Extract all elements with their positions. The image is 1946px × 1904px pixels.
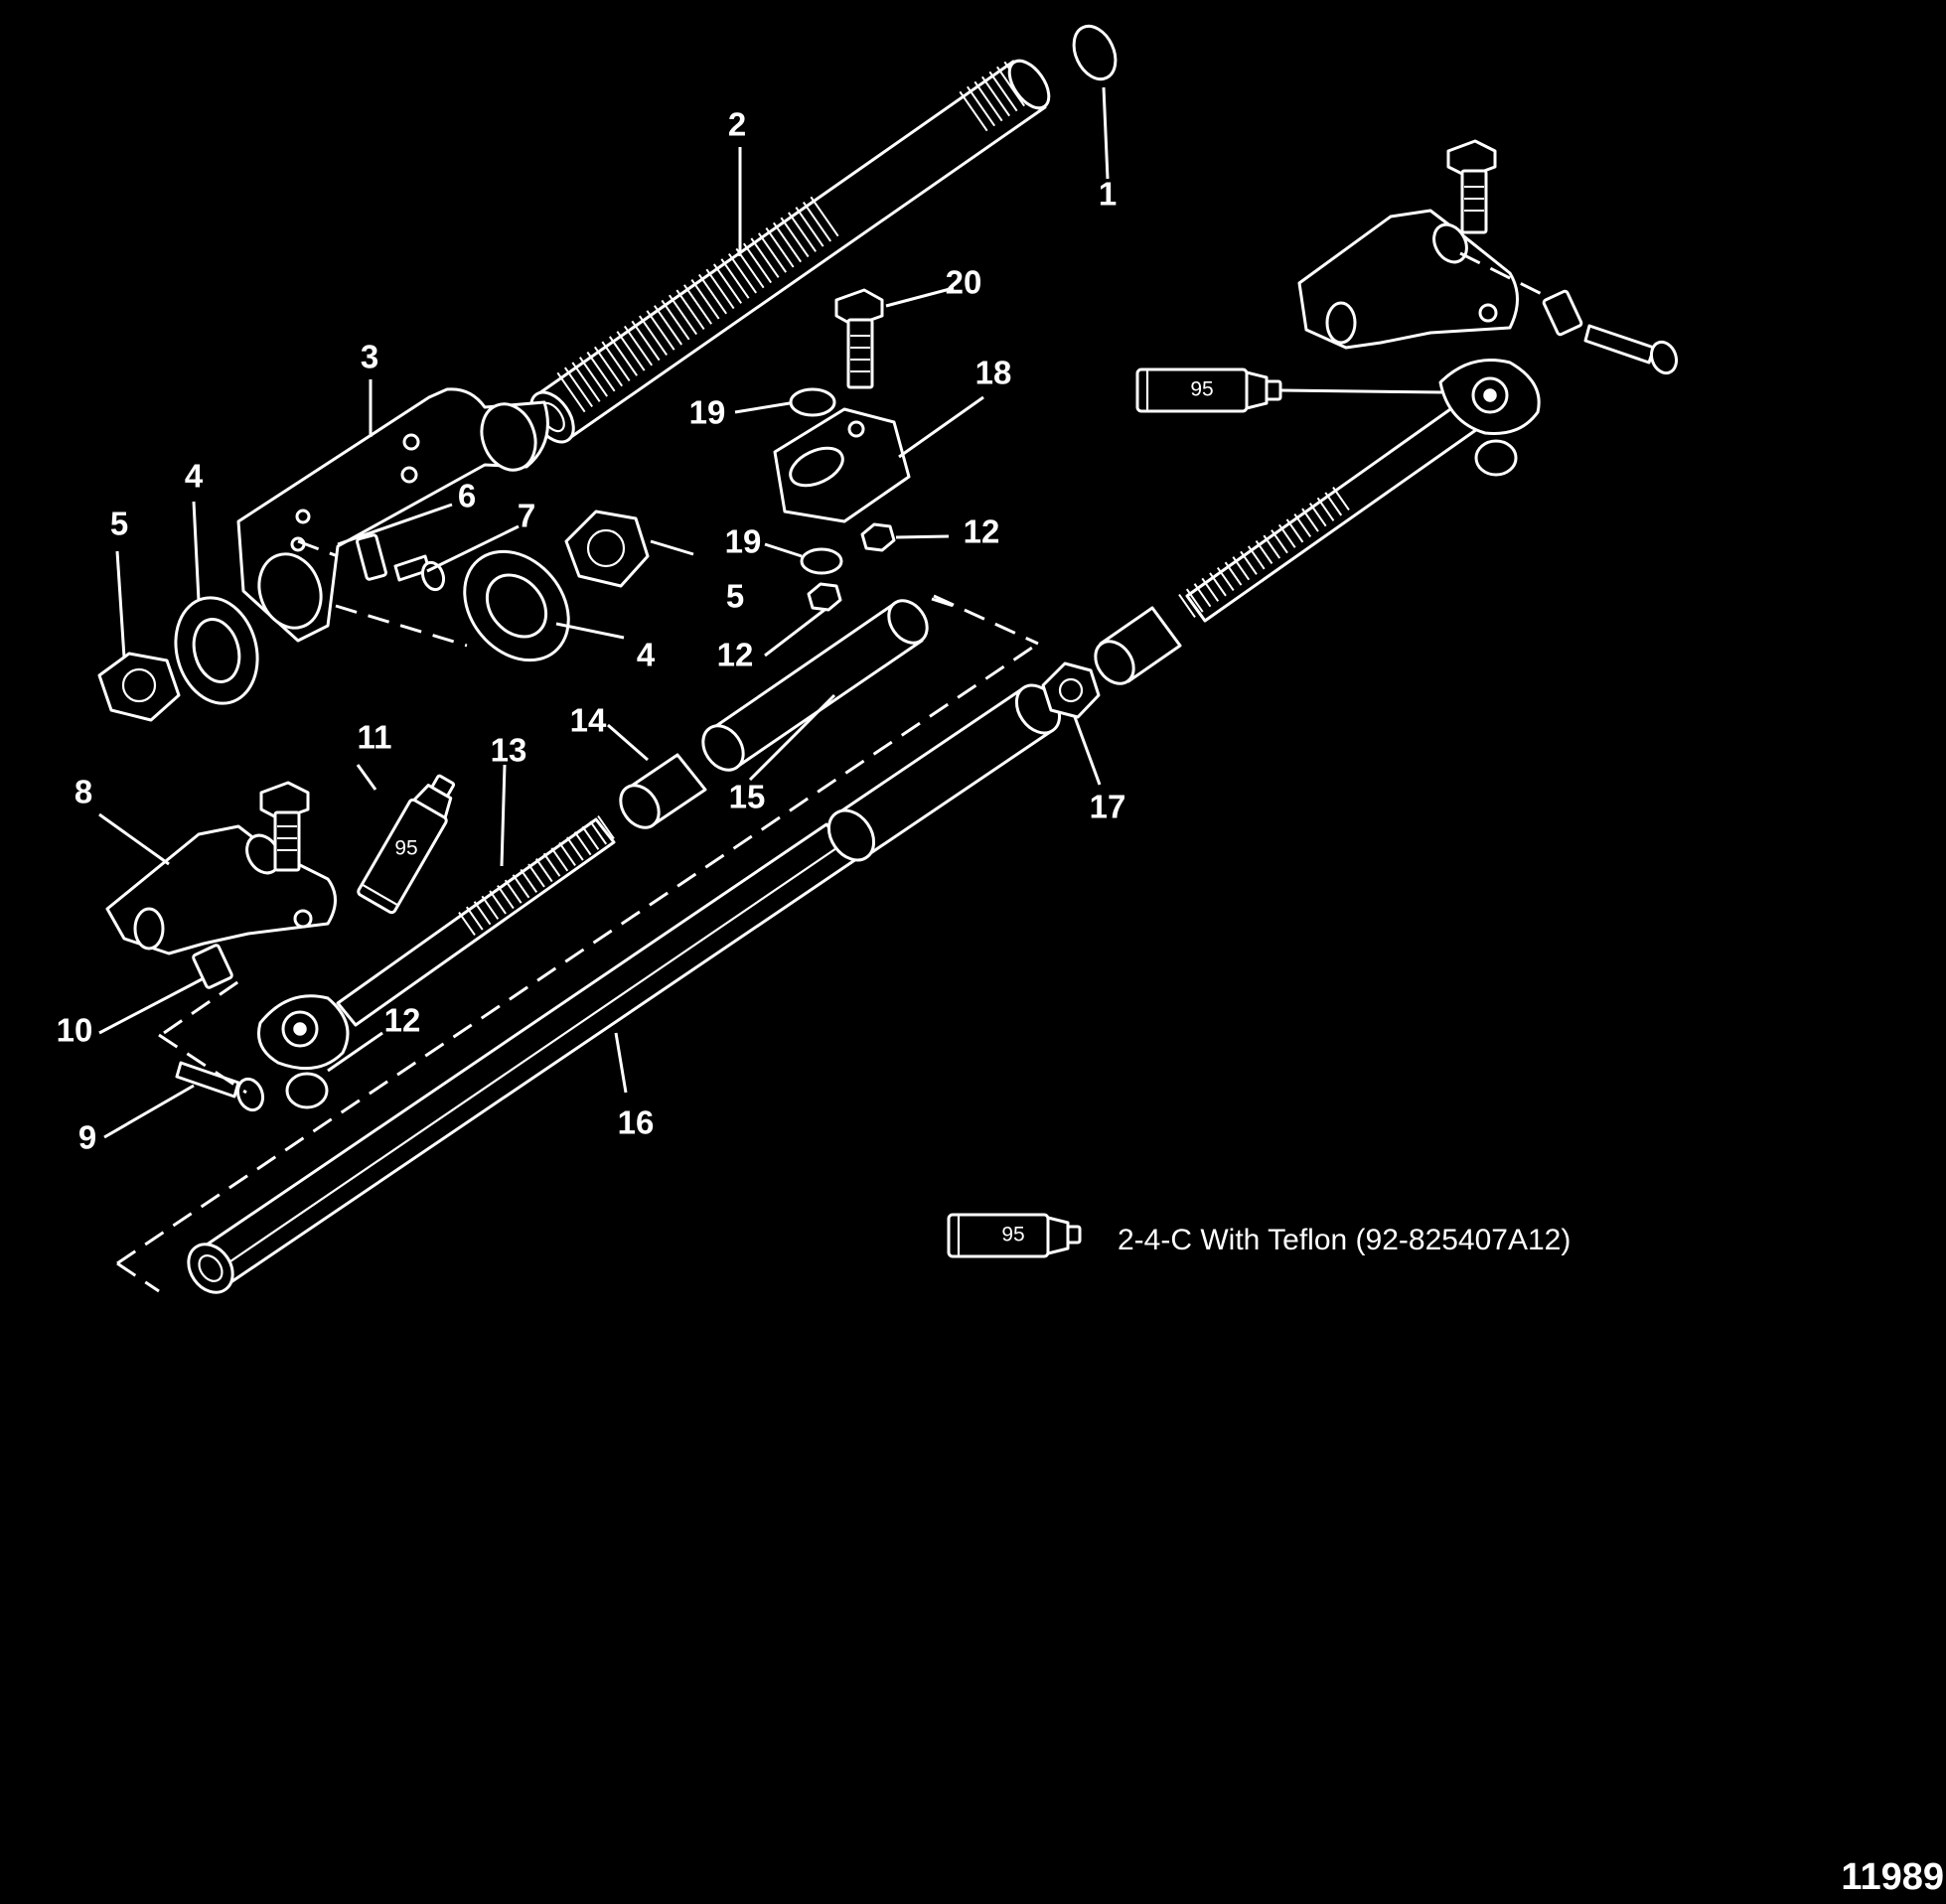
callout-5-right: 5 [726,578,744,615]
sealant-legend: 95 2-4-C With Teflon (92-825407A12) [947,1213,1571,1258]
callout-13: 13 [491,732,527,769]
nut-right [1474,439,1518,477]
bolt-part-20 [834,288,884,389]
callout-11: 11 [358,719,392,756]
washer-part-19-lower [800,547,843,575]
callout-5-left: 5 [110,506,128,542]
callout-15: 15 [729,779,766,815]
sealant-tube-number-upper: 95 [1190,378,1213,401]
tube-part-15-upper [701,599,929,772]
callout-1: 1 [1099,176,1117,213]
callout-numbers: 1 2 3 4 4 5 5 6 7 8 9 10 11 12 12 12 13 … [57,106,1126,1156]
nut-part-17 [1041,661,1101,719]
bolt-part-11 [259,781,310,872]
washer-part-4-right [463,549,570,662]
callout-20: 20 [946,264,982,301]
hex-nut-part-5-left [97,652,181,722]
hex-nut-part-5-right [564,510,650,588]
callout-14: 14 [570,702,607,739]
bolt-right [1446,139,1497,234]
spacer-right [1094,606,1182,685]
screw-right [1583,324,1679,375]
callout-4-upper: 4 [185,458,204,495]
assembly-outline [116,251,1551,1293]
bracket-part-3 [236,387,549,643]
callout-7: 7 [518,498,535,534]
callout-6: 6 [458,478,476,514]
rod-end-right [1178,359,1541,623]
leader-lines [98,86,1443,1139]
callout-12-center: 12 [717,637,754,673]
callout-19-lower: 19 [725,523,762,560]
callout-16: 16 [618,1104,655,1141]
callout-9: 9 [78,1119,96,1156]
threaded-tube-part-2 [529,59,1051,444]
screw-part-9 [175,1061,265,1112]
callout-4-lower: 4 [637,637,656,673]
figure-number: 11989 [1841,1856,1944,1898]
callout-19-upper: 19 [689,394,726,431]
callout-2: 2 [728,106,746,143]
callout-18: 18 [975,355,1012,391]
plate-part-10 [192,944,233,989]
callout-17: 17 [1090,789,1126,825]
screw-part-7 [393,554,446,592]
clamp-block-part-18 [773,407,911,523]
legend-tube-number: 95 [1001,1224,1024,1246]
legend-text: 2-4-C With Teflon (92-825407A12) [1118,1224,1571,1256]
callout-12-block: 12 [964,513,1000,550]
sealant-tube-icon-lower: 95 [357,774,456,915]
o-ring-part-1 [1072,24,1118,81]
washer-part-19-upper [789,387,836,417]
sealant-tube-icon-upper: 95 [1135,367,1282,413]
plate-part-6 [356,533,387,581]
sealant-tube-number-lower: 95 [394,837,417,860]
callout-12-rod-end: 12 [384,1002,421,1039]
nut-part-12-rod-end [285,1072,329,1109]
washer-part-4-left [174,596,259,705]
plate-right [1542,289,1583,337]
nut-part-12-lower [807,582,842,612]
spacer-part-14 [619,753,707,829]
callout-8: 8 [75,774,92,810]
rod-end-part-13 [257,814,616,1071]
mounting-bracket-right [1297,209,1519,350]
tube-part-15-lower [826,683,1062,862]
nut-part-12-block [860,522,896,552]
callout-3: 3 [361,339,378,375]
callout-10: 10 [57,1012,93,1049]
